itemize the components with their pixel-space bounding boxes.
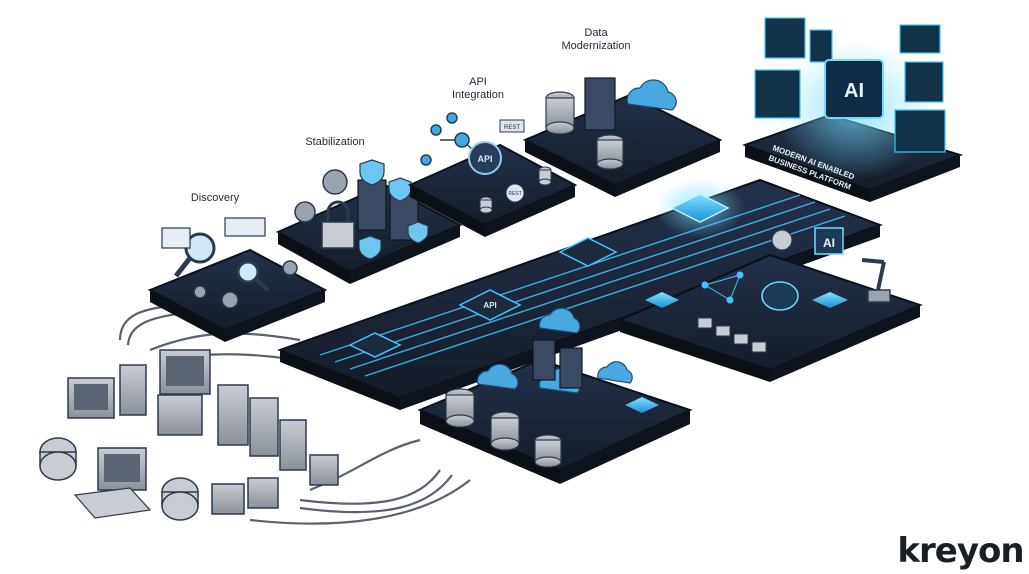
rest-box-top: REST — [499, 119, 525, 133]
gear-icon — [294, 169, 348, 223]
computer-monitor-icon — [67, 349, 211, 491]
modem-icon — [211, 477, 279, 515]
api-hex-label: API — [477, 154, 492, 164]
discovery-board — [147, 217, 328, 342]
logo-text: kreyon — [897, 531, 1024, 571]
server-rack-icon — [584, 77, 616, 131]
database-icon — [545, 91, 624, 170]
api-chip-label: API — [483, 301, 496, 310]
glow-node-icon — [625, 397, 659, 413]
cloud-data-board — [417, 307, 693, 484]
rest-top-label: REST — [504, 125, 520, 131]
ai-chip-label: AI — [844, 80, 864, 102]
ai-services-board: AI — [617, 227, 923, 382]
keyboard-icon — [73, 487, 152, 519]
label-api-line-1: API — [469, 76, 487, 88]
shield-icon — [358, 159, 429, 260]
stabilization-board — [275, 159, 463, 284]
server-rack-icon — [532, 339, 583, 389]
rest-box-bottom: REST — [505, 183, 525, 203]
data-modernization-board — [522, 77, 723, 197]
cloud-icon — [626, 79, 677, 111]
ai-badge-icon: AI — [814, 227, 844, 255]
api-integration-board: API REST REST — [407, 112, 578, 237]
tape-reel-icon — [39, 437, 199, 521]
spine-chip-icon — [348, 237, 618, 358]
glow-node-icon — [645, 292, 848, 308]
legacy-hardware — [39, 349, 339, 521]
ai-chip-icon: AI — [824, 59, 884, 119]
tower-case-icon — [119, 364, 339, 486]
document-icon — [161, 217, 266, 249]
kreyon-logo: kreyon — [892, 528, 1029, 574]
database-icon — [445, 388, 562, 468]
conveyor-icon — [697, 317, 767, 353]
api-hex-icon: API — [468, 141, 502, 175]
ai-panels — [754, 17, 946, 153]
rest-bottom-label: REST — [508, 191, 521, 197]
label-stabilization: Stabilization — [305, 136, 365, 148]
gear-icon — [193, 260, 298, 309]
magnifier-icon-2 — [236, 260, 270, 292]
glow-chip — [655, 178, 745, 238]
person-head-icon — [771, 229, 793, 251]
label-data-line-1: Data — [584, 27, 608, 39]
ai-badge-label: AI — [823, 236, 835, 250]
network-graph-icon — [701, 271, 744, 304]
robot-arm-icon — [861, 258, 891, 303]
label-api-integration: API Integration — [440, 76, 516, 102]
label-api-line-2: Integration — [452, 89, 504, 101]
ai-platform-board: AI MODERN AI ENABLED BUSINESS PLATFORM — [742, 17, 964, 202]
brain-icon — [761, 281, 799, 311]
label-discovery: Discovery — [190, 192, 240, 204]
database-icon — [479, 166, 552, 214]
api-chip-icon: API — [458, 289, 522, 321]
label-data-line-2: Modernization — [561, 40, 631, 52]
lock-icon — [321, 200, 355, 249]
label-data-modernization: Data Modernization — [546, 27, 646, 53]
